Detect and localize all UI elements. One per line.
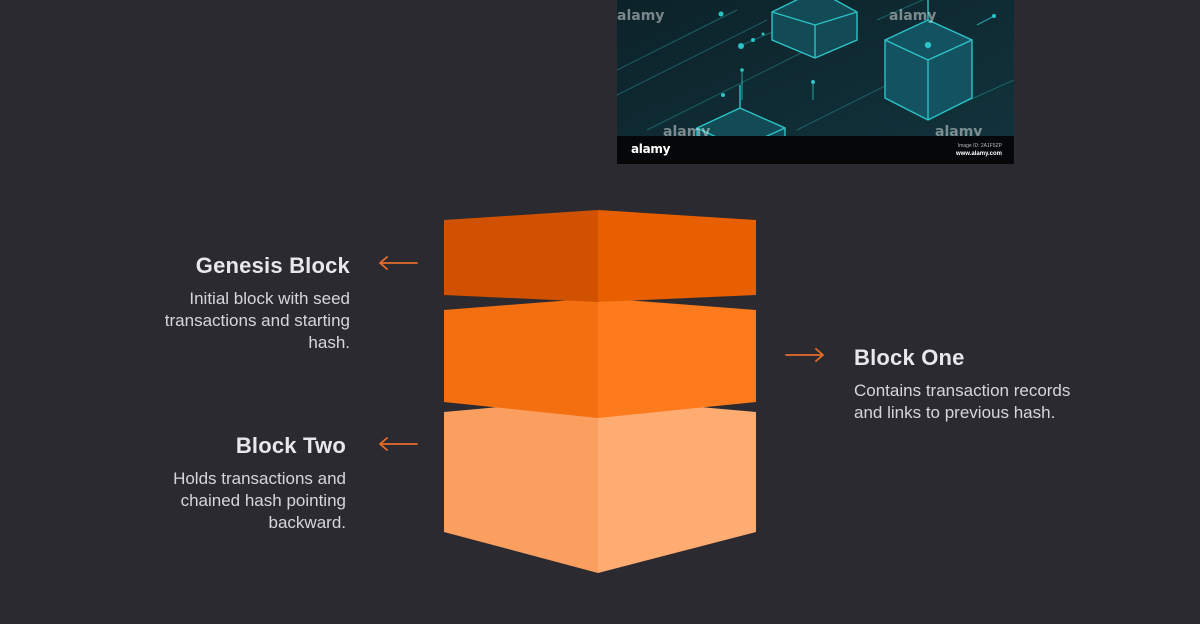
watermark: alamy — [617, 8, 665, 24]
description-line: chained hash pointing — [180, 491, 346, 510]
description-line: Contains transaction records — [854, 381, 1071, 400]
stock-image: alamy alamy alamy alamy alamy Image ID: … — [617, 0, 1014, 164]
arrow-right-icon — [785, 348, 824, 362]
watermark: alamy — [889, 8, 937, 24]
description-line: backward. — [268, 513, 346, 532]
footer-image-id: Image ID: 2A1F5ZP — [957, 143, 1002, 149]
block-two-title: Block Two — [235, 433, 346, 458]
genesis-block-shape — [444, 210, 756, 302]
stock-footer: alamy Image ID: 2A1F5ZP www.alamy.com — [617, 136, 1014, 164]
cube-icon — [771, 0, 858, 59]
arrow-left-icon — [379, 437, 418, 451]
footer-logo: alamy — [631, 142, 671, 156]
description-line: Initial block with seed — [189, 289, 350, 308]
block-one-description: Contains transaction records and links t… — [854, 380, 1070, 424]
cube-icon — [884, 0, 973, 121]
genesis-block-title: Genesis Block — [195, 253, 350, 278]
description-line: and links to previous hash. — [854, 403, 1056, 422]
arrow-left-icon — [379, 256, 418, 270]
description-line: Holds transactions and — [173, 469, 346, 488]
footer-url: www.alamy.com — [955, 151, 1002, 157]
description-line: transactions and starting — [164, 311, 350, 330]
block-two-shape — [444, 398, 756, 573]
block-one-title: Block One — [854, 345, 965, 370]
description-line: hash. — [308, 333, 350, 352]
block-one-shape — [444, 298, 756, 418]
block-two-description: Holds transactions and chained hash poin… — [173, 468, 346, 534]
genesis-block-description: Initial block with seed transactions and… — [165, 288, 350, 354]
